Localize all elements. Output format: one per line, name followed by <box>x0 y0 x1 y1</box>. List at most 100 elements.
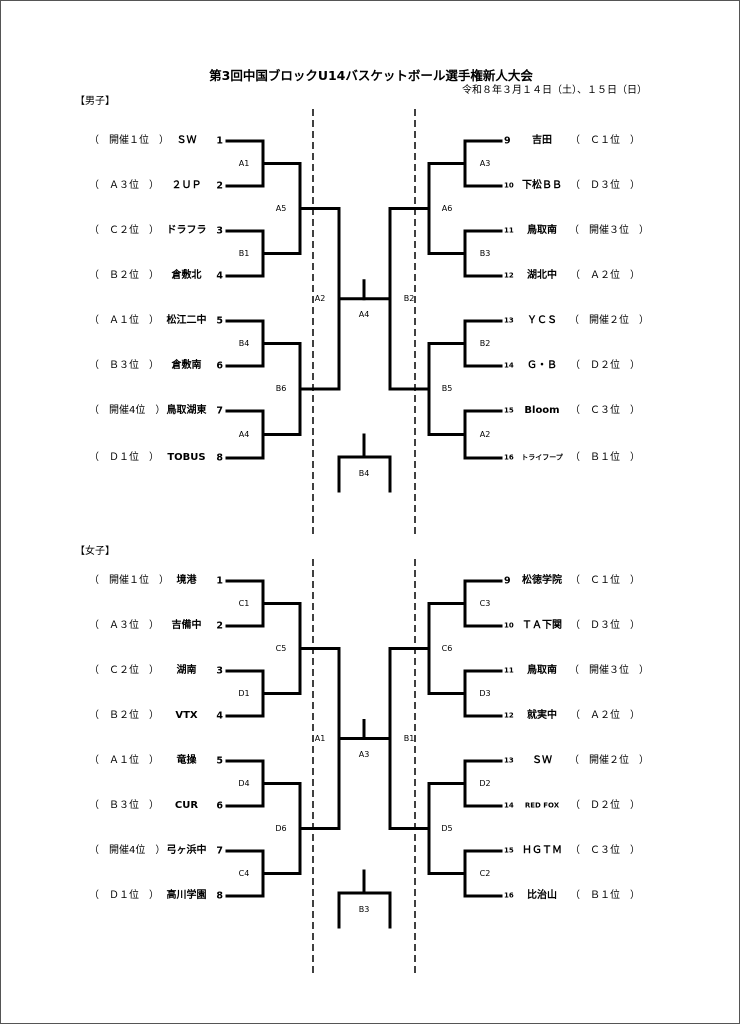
team-number: 12 <box>504 271 514 280</box>
team-name: 鳥取湖東 <box>166 405 207 416</box>
team-number: 16 <box>504 891 514 900</box>
team-seed-rank: （ 開催２位 ） <box>569 315 649 326</box>
team-number: 3 <box>216 665 223 677</box>
team-number: 6 <box>216 360 223 372</box>
team-seed-rank: （ 開催２位 ） <box>569 755 649 766</box>
team-number: 11 <box>504 666 514 675</box>
team-name: ＳＷ <box>532 755 552 766</box>
team-seed-rank: （ Ｃ３位 ） <box>570 405 640 416</box>
third-place-bracket <box>337 433 392 493</box>
game-code: A6 <box>441 203 453 213</box>
game-code: A1 <box>314 733 326 743</box>
third-place-bracket <box>337 869 392 929</box>
team-seed-rank: （ Ａ２位 ） <box>570 270 640 281</box>
team-seed-rank: （ Ｃ１位 ） <box>570 135 640 146</box>
team-seed-rank: （ Ａ３位 ） <box>89 180 159 191</box>
game-code: A4 <box>358 309 370 319</box>
team-number: 4 <box>216 710 223 722</box>
game-code: B2 <box>479 338 491 348</box>
team-number: 11 <box>504 226 514 235</box>
team-name: 吉田 <box>532 135 552 146</box>
game-code: C5 <box>275 643 287 653</box>
game-code: B1 <box>238 248 250 258</box>
team-number: 3 <box>216 225 223 237</box>
team-name: 倉敷南 <box>171 360 202 371</box>
game-code: D2 <box>479 778 491 788</box>
game-code: C1 <box>238 598 250 608</box>
game-code: B3 <box>358 905 370 914</box>
game-code: A5 <box>275 203 287 213</box>
section-heading: 【女子】 <box>75 546 115 557</box>
team-seed-rank: （ Ｂ３位 ） <box>89 800 159 811</box>
team-name: 松徳学院 <box>522 575 562 586</box>
team-number: 1 <box>216 135 223 147</box>
team-name: 倉敷北 <box>171 270 202 281</box>
team-number: 5 <box>216 315 223 327</box>
game-code: B3 <box>479 248 491 258</box>
game-code: A3 <box>479 158 491 168</box>
team-seed-rank: （ Ａ１位 ） <box>89 315 159 326</box>
team-name: 高川学園 <box>166 890 207 901</box>
game-code: C3 <box>479 598 491 608</box>
tournament-dates: 令和８年３月１４日（土）、１５日（日） <box>462 85 647 96</box>
team-number: 13 <box>504 756 514 765</box>
team-name: 鳥取南 <box>527 665 557 676</box>
team-seed-rank: （ Ｄ２位 ） <box>570 800 640 811</box>
team-name: 湖北中 <box>527 270 557 281</box>
team-seed-rank: （ Ｂ２位 ） <box>89 270 159 281</box>
team-number: 2 <box>216 620 223 632</box>
team-name: Ｇ・Ｂ <box>527 360 557 371</box>
team-number: 8 <box>216 890 223 902</box>
team-seed-rank: （ Ａ３位 ） <box>89 620 159 631</box>
team-number: 6 <box>216 800 223 812</box>
team-seed-rank: （ Ｄ３位 ） <box>570 620 640 631</box>
team-name: 弓ヶ浜中 <box>166 845 207 856</box>
team-seed-rank: （ Ａ２位 ） <box>570 710 640 721</box>
game-code: B1 <box>403 733 415 743</box>
team-name: TOBUS <box>167 452 206 463</box>
team-number: 9 <box>504 135 511 147</box>
game-code: B5 <box>441 384 453 393</box>
team-seed-rank: （ Ｃ２位 ） <box>89 665 159 676</box>
team-name: ＨＧＴＭ <box>522 845 562 856</box>
team-name: 下松ＢＢ <box>522 180 562 191</box>
team-number: 2 <box>216 180 223 192</box>
team-name: 境港 <box>176 575 197 586</box>
section-heading: 【男子】 <box>75 96 115 107</box>
team-seed-rank: （ 開催３位 ） <box>569 665 649 676</box>
team-seed-rank: （ Ｂ１位 ） <box>570 890 640 901</box>
game-code: A4 <box>238 429 250 439</box>
team-name: トライフープ <box>521 453 563 462</box>
team-number: 15 <box>504 846 514 855</box>
team-number: 12 <box>504 711 514 720</box>
game-code: A3 <box>358 749 370 759</box>
team-number: 15 <box>504 406 514 415</box>
team-name: ドラフラ <box>166 225 207 236</box>
team-seed-rank: （ 開催4位 ） <box>89 405 166 416</box>
team-name: 鳥取南 <box>527 225 557 236</box>
team-name: ＴＡ下関 <box>522 620 562 631</box>
game-code: D4 <box>238 778 250 788</box>
team-name: CUR <box>174 800 199 811</box>
team-number: 7 <box>216 845 223 857</box>
team-seed-rank: （ Ｂ１位 ） <box>570 452 640 463</box>
team-number: 10 <box>504 181 514 190</box>
team-number: 10 <box>504 621 514 630</box>
game-code: D1 <box>238 688 250 698</box>
team-seed-rank: （ 開催３位 ） <box>569 225 649 236</box>
team-name: Bloom <box>524 405 560 416</box>
team-name: 湖南 <box>176 665 197 676</box>
game-code: B2 <box>403 293 415 303</box>
team-name: 竜操 <box>176 755 197 766</box>
team-seed-rank: （ 開催4位 ） <box>89 845 166 856</box>
team-number: 7 <box>216 405 223 417</box>
team-seed-rank: （ Ｂ３位 ） <box>89 360 159 371</box>
team-seed-rank: （ Ｄ２位 ） <box>570 360 640 371</box>
team-number: 4 <box>216 270 223 282</box>
game-code: D6 <box>275 823 287 833</box>
team-number: 16 <box>504 453 514 462</box>
team-name: 比治山 <box>527 890 557 901</box>
team-seed-rank: （ Ｄ１位 ） <box>89 890 159 901</box>
